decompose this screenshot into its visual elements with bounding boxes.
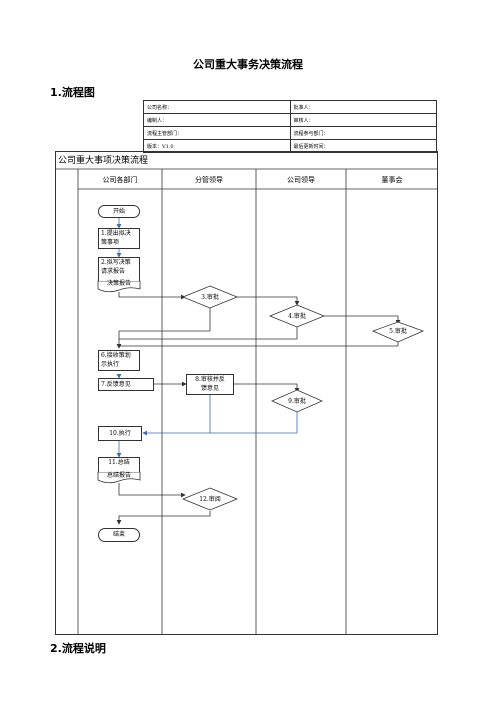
decision-diamonds	[181, 285, 425, 511]
lane-header-departments: 公司各部门	[102, 176, 138, 184]
step-5-label: 5.审批	[389, 328, 407, 335]
step-6-line2: 示执行	[101, 361, 120, 368]
summary-report-doc: 总结报告	[106, 472, 131, 479]
step-1-box: 1.提出拟决 策事项	[98, 228, 140, 249]
decision-report-doc: 决策报告	[106, 280, 131, 287]
info-cell: 版本：V1.0	[143, 139, 291, 153]
decision-diamond	[271, 389, 323, 413]
step-2-line1: 2.拟写决策	[101, 259, 131, 266]
step-12-label: 12.审阅	[199, 496, 221, 503]
lane-header-board: 董事会	[381, 176, 403, 184]
document-waves	[97, 280, 141, 484]
step-8-line1: 8.审核并反	[195, 376, 225, 383]
info-cell: 最后更新时间：	[289, 139, 437, 153]
section-heading-flowchart: 1.流程图	[50, 86, 95, 99]
start-node: 开始	[98, 205, 140, 218]
decision-diamond	[268, 304, 326, 328]
step-8-box: 8.审核并反 馈意见	[186, 374, 234, 395]
process-info-table: 公司名称：批准人： 编制人：审核人： 流程主管部门：流程参与部门： 版本：V1.…	[143, 100, 437, 153]
document-wave	[97, 471, 141, 484]
step-8-line2: 馈意见	[200, 385, 219, 392]
flowchart-frame	[55, 151, 438, 635]
step-1-line2: 策事项	[101, 239, 120, 246]
page-title: 公司重大事务决策流程	[193, 58, 303, 71]
step-7-box: 7.反馈意见	[98, 378, 154, 391]
decision-diamond	[371, 321, 425, 343]
decision-diamond	[181, 487, 239, 511]
step-6-box: 6.接收策划 示执行	[98, 350, 140, 371]
step-10-box: 10.执行	[98, 426, 142, 441]
lane-header-company-leader: 公司领导	[287, 176, 315, 184]
end-node: 结束	[98, 528, 140, 542]
step-1-line1: 1.提出拟决	[101, 230, 131, 237]
step-3-label: 3.审批	[201, 294, 219, 301]
step-2-line2: 请求报告	[101, 268, 126, 275]
step-9-label: 9.审批	[288, 398, 306, 405]
lane-header-division-leader: 分管领导	[195, 176, 223, 184]
step-2-box: 2.拟写决策 请求报告	[98, 257, 140, 281]
step-11-box: 11.总结	[98, 457, 140, 472]
flowchart-title: 公司重大事项决策流程	[58, 156, 149, 166]
section-heading-description: 2.流程说明	[50, 642, 106, 655]
step-4-label: 4.审批	[288, 313, 306, 320]
document-wave	[97, 280, 141, 293]
step-6-line1: 6.接收策划	[101, 352, 131, 359]
decision-diamond	[181, 285, 239, 309]
